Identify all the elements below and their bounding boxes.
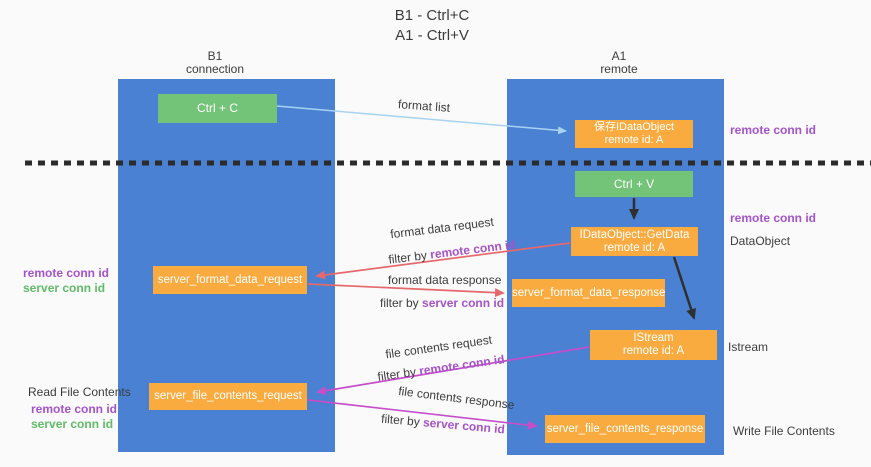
annotation-write-file-contents: Write File Contents [733,424,835,438]
title-line-1: B1 - Ctrl+C [394,7,470,24]
filter-by-text: filter by [380,411,421,429]
node-idataobject-getdata: IDataObject::GetData remote id: A [571,227,698,256]
annotation-istream: Istream [728,340,769,354]
diagram-title: B1 - Ctrl+C A1 - Ctrl+V [352,6,512,46]
lifeline-header-a1: A1 remote [559,50,679,76]
edge-label-format-response-filter: filter by server conn id [380,296,504,310]
edge-label-format-data-request: format data request [389,214,495,242]
filter-by-text: filter by [387,248,428,267]
lifeline-b1-role: connection [185,62,245,76]
lifeline-b1-name: B1 [207,49,223,63]
node-server-file-contents-request: server_file_contents_request [149,383,307,410]
node-server-format-data-response-label: server_format_data_response [512,286,666,299]
edge-label-format-list: format list [397,97,451,115]
filter-key-server-conn-id: server conn id [422,415,506,437]
annotation-read-file-contents: Read File Contents [28,385,131,399]
node-server-file-contents-response: server_file_contents_response [545,415,705,443]
node-server-file-contents-response-label: server_file_contents_response [546,422,704,435]
node-ctrl-c: Ctrl + C [158,94,277,123]
filter-key-remote-conn-id: remote conn id [418,352,506,378]
filter-key-remote-conn-id: remote conn id [429,237,517,262]
node-istream-title: IStream [633,332,674,344]
annotation-left-remote-conn-id-top: remote conn id [23,266,110,280]
lifeline-a1-role: remote [600,62,638,76]
node-server-format-data-request: server_format_data_request [153,266,307,294]
annotation-remote-conn-id-mid: remote conn id [730,211,817,225]
node-save-idataobject: 保存IDataObject remote id: A [575,120,693,148]
node-server-format-data-request-label: server_format_data_request [157,273,303,286]
node-server-format-data-response: server_format_data_response [512,279,665,307]
node-istream: IStream remote id: A [590,330,717,360]
node-ctrl-c-label: Ctrl + C [196,101,238,115]
annotation-dataobject: DataObject [730,234,791,248]
edge-label-format-data-response: format data response [388,273,502,287]
annotation-left-remote-conn-id-bottom: remote conn id [31,402,118,416]
title-line-2: A1 - Ctrl+V [395,27,469,44]
lifeline-header-b1: B1 connection [155,50,275,76]
node-getdata-title: IDataObject::GetData [579,228,690,241]
node-istream-remote-id: remote id: A [622,345,685,357]
filter-key-server-conn-id: server conn id [422,296,505,310]
node-getdata-remote-id: remote id: A [603,241,666,254]
edge-label-file-response-filter: filter by server conn id [381,412,506,437]
filter-by-text: filter by [380,296,419,310]
annotation-left-server-conn-id-top: server conn id [23,281,106,295]
annotation-remote-conn-id-top: remote conn id [730,123,817,137]
edge-label-format-request-filter: filter by remote conn id [388,237,517,267]
lifeline-a1-name: A1 [611,49,627,63]
annotation-left-server-conn-id-bottom: server conn id [31,417,114,431]
node-ctrl-v: Ctrl + V [575,171,693,197]
node-save-idataobject-title: 保存IDataObject [593,121,675,133]
edge-label-file-contents-response: file contents response [397,383,516,413]
filter-by-text: filter by [376,364,417,384]
node-ctrl-v-label: Ctrl + V [613,176,655,191]
node-server-file-contents-request-label: server_file_contents_request [154,390,302,402]
node-save-idataobject-remote-id: remote id: A [604,134,664,146]
